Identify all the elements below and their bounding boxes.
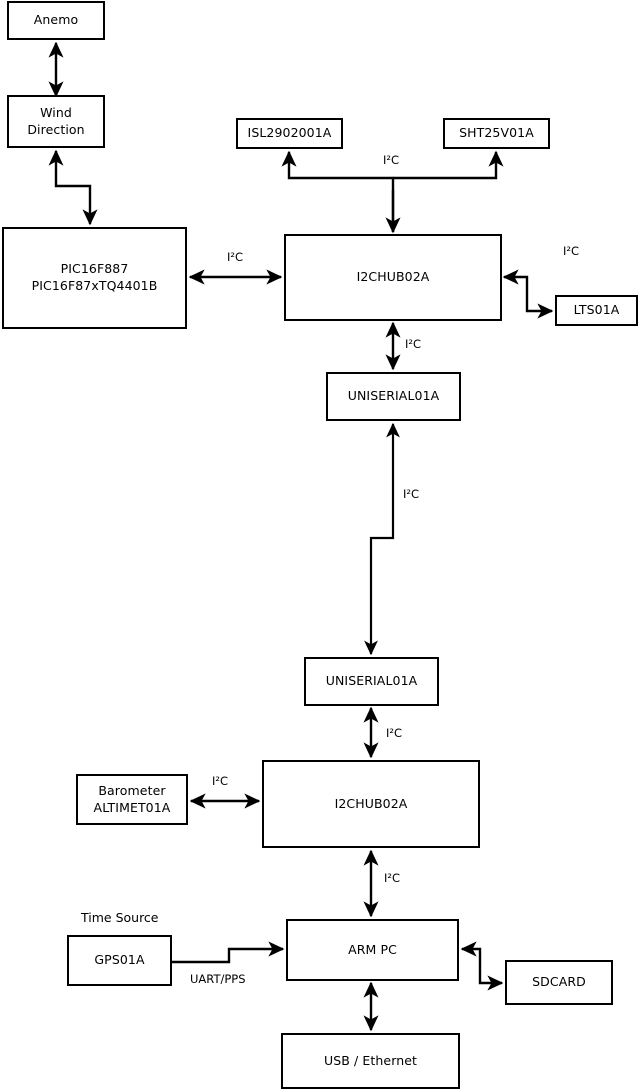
connector-wind-pic: [48, 149, 98, 226]
node-sdcard[interactable]: SDCARD: [505, 960, 613, 1005]
node-uniserial01a-bottom[interactable]: UNISERIAL01A: [304, 657, 439, 706]
node-usb-ethernet-label: USB / Ethernet: [323, 1052, 418, 1068]
wire-label-i2c-barometer-hub2: I²C: [212, 774, 229, 788]
node-pic-mcu[interactable]: PIC16F887 PIC16F87xTQ4401B: [2, 227, 187, 329]
node-gps01a[interactable]: GPS01A: [67, 935, 172, 986]
connector-hubtop-lts: [502, 269, 554, 319]
connector-hubtop-sensorbus: [281, 150, 395, 232]
node-barometer-label: Barometer ALTIMET01A: [93, 782, 171, 815]
connector-uniserial-link: [364, 422, 400, 656]
wire-label-i2c-uniserial-link: I²C: [403, 487, 420, 501]
wire-label-uart-pps: UART/PPS: [190, 972, 246, 986]
node-i2chub02a-bottom-label: I2CHUB02A: [334, 795, 408, 811]
node-lts01a-label: LTS01A: [573, 302, 620, 318]
node-barometer[interactable]: Barometer ALTIMET01A: [76, 774, 188, 825]
node-usb-ethernet[interactable]: USB / Ethernet: [281, 1033, 460, 1089]
node-isl2902001a-label: ISL2902001A: [247, 125, 332, 141]
node-anemo-label: Anemo: [33, 12, 79, 28]
node-i2chub02a-top-label: I2CHUB02A: [356, 269, 430, 285]
node-uniserial01a-top[interactable]: UNISERIAL01A: [326, 372, 461, 421]
node-isl2902001a[interactable]: ISL2902001A: [236, 118, 343, 149]
wire-label-i2c-sensor-bus: I²C: [383, 153, 400, 167]
node-i2chub02a-bottom[interactable]: I2CHUB02A: [262, 760, 480, 848]
wire-label-i2c-hub-lts: I²C: [563, 244, 580, 258]
node-sht25v01a-label: SHT25V01A: [459, 125, 534, 141]
node-gps01a-label: GPS01A: [94, 952, 145, 968]
node-wind-direction[interactable]: Wind Direction: [7, 95, 105, 148]
connector-armpc-sdcard: [460, 941, 504, 991]
wire-label-i2c-hub2-armpc: I²C: [384, 871, 401, 885]
node-arm-pc[interactable]: ARM PC: [286, 919, 459, 981]
connector-gps-armpc: [172, 941, 285, 964]
node-i2chub02a-top[interactable]: I2CHUB02A: [284, 234, 502, 321]
label-time-source: Time Source: [81, 910, 159, 925]
node-uniserial01a-top-label: UNISERIAL01A: [347, 388, 440, 404]
node-anemo[interactable]: Anemo: [7, 1, 105, 40]
node-arm-pc-label: ARM PC: [348, 941, 397, 957]
node-sdcard-label: SDCARD: [532, 974, 586, 990]
wire-label-i2c-hub-uniserial: I²C: [405, 337, 422, 351]
connector-sensorbus-sht: [393, 150, 504, 180]
wire-label-i2c-uniserial-hub2: I²C: [386, 726, 403, 740]
node-sht25v01a[interactable]: SHT25V01A: [443, 118, 550, 149]
wire-label-i2c-pic-hub: I²C: [227, 250, 244, 264]
node-pic-mcu-label: PIC16F887 PIC16F87xTQ4401B: [31, 261, 158, 293]
node-uniserial01a-bottom-label: UNISERIAL01A: [325, 673, 418, 689]
node-wind-direction-label: Wind Direction: [27, 104, 85, 137]
node-lts01a[interactable]: LTS01A: [555, 295, 638, 326]
